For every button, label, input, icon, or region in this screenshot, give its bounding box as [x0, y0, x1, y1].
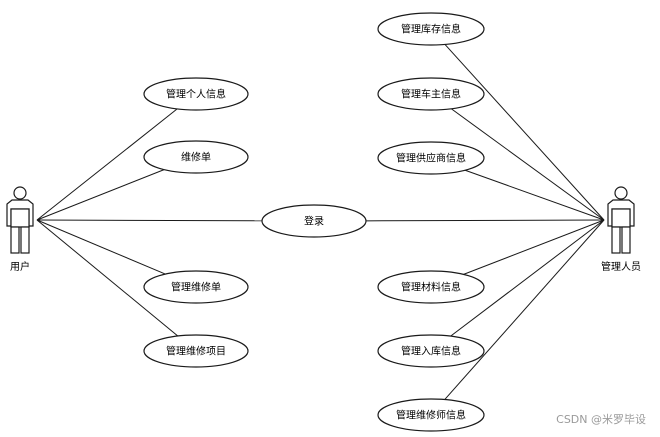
- uc-login[interactable]: 登录: [261, 204, 367, 238]
- uc-inventory[interactable]: 管理库存信息: [377, 12, 485, 46]
- use-case-label: 管理库存信息: [401, 23, 461, 36]
- uc-repair-order[interactable]: 维修单: [143, 140, 249, 174]
- use-case-ellipse: [143, 270, 249, 304]
- uc-manage-repair-item[interactable]: 管理维修项目: [143, 334, 249, 368]
- uc-material[interactable]: 管理材料信息: [377, 270, 485, 304]
- use-case-label: 管理供应商信息: [396, 152, 466, 165]
- use-case-label: 维修单: [181, 151, 211, 164]
- uc-personal-info[interactable]: 管理个人信息: [143, 77, 249, 111]
- uc-car-owner[interactable]: 管理车主信息: [377, 77, 485, 111]
- watermark: CSDN @米罗毕设: [556, 413, 646, 426]
- use-case-label: 管理维修单: [171, 281, 221, 294]
- association-user-uc-personal-info: [36, 108, 178, 221]
- use-case-ellipse: [377, 77, 485, 111]
- uc-manage-repair-order[interactable]: 管理维修单: [143, 270, 249, 304]
- association-admin-uc-mechanic: [444, 219, 605, 400]
- actor-icon: [6, 186, 34, 254]
- use-case-ellipse: [377, 141, 485, 175]
- use-case-ellipse: [143, 334, 249, 368]
- uc-stock-in[interactable]: 管理入库信息: [377, 334, 485, 368]
- use-case-ellipse: [377, 334, 485, 368]
- association-admin-uc-supplier: [464, 169, 605, 221]
- association-user-uc-login: [36, 219, 263, 222]
- use-case-label: 管理入库信息: [401, 345, 461, 358]
- use-case-label: 管理材料信息: [401, 281, 461, 294]
- actor-icon: [607, 186, 635, 254]
- use-case-ellipse: [377, 270, 485, 304]
- use-case-ellipse: [143, 77, 249, 111]
- association-user-uc-manage-repair-item: [36, 219, 179, 337]
- use-case-label: 登录: [304, 215, 324, 228]
- use-case-ellipse: [261, 204, 367, 238]
- association-user-uc-repair-order: [36, 169, 165, 221]
- associations: [36, 44, 605, 400]
- actor-label: 管理人员: [601, 260, 641, 273]
- use-case-label: 管理维修师信息: [396, 409, 466, 422]
- use-case-label: 管理维修项目: [166, 345, 226, 358]
- actor-label: 用户: [10, 260, 30, 273]
- association-admin-uc-stock-in: [450, 219, 605, 337]
- association-admin-uc-inventory: [444, 44, 605, 221]
- association-admin-uc-login: [365, 219, 605, 222]
- uc-mechanic[interactable]: 管理维修师信息: [377, 398, 485, 432]
- use-case-ellipse: [143, 140, 249, 174]
- association-user-uc-manage-repair-order: [36, 219, 166, 275]
- use-case-label: 管理车主信息: [401, 88, 461, 101]
- use-case-label: 管理个人信息: [166, 88, 226, 101]
- association-admin-uc-material: [463, 219, 605, 275]
- use-case-ellipse: [377, 398, 485, 432]
- uc-supplier[interactable]: 管理供应商信息: [377, 141, 485, 175]
- use-case-ellipse: [377, 12, 485, 46]
- association-admin-uc-car-owner: [450, 108, 605, 221]
- actor-user[interactable]: 用户: [6, 186, 34, 273]
- actor-admin[interactable]: 管理人员: [601, 186, 641, 273]
- actors: 用户 管理人员: [6, 186, 641, 273]
